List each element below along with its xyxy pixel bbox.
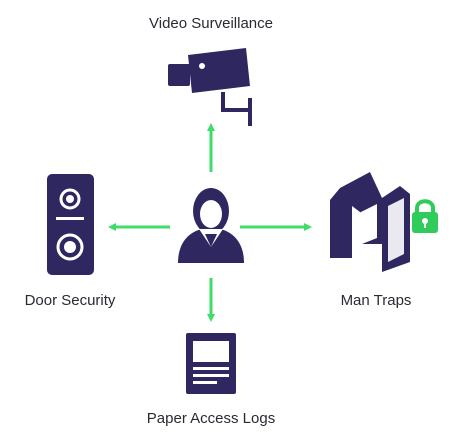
man-traps-label: Man Traps: [340, 292, 412, 309]
man-trap-lock-icon: [330, 172, 438, 272]
paper-log-icon: [186, 333, 236, 394]
video-surveillance-label: Video Surveillance: [149, 15, 273, 32]
paper-access-logs-label: Paper Access Logs: [146, 410, 276, 427]
security-camera-icon: [168, 48, 252, 126]
door-intercom-icon: [47, 174, 94, 275]
person-icon: [178, 188, 244, 263]
door-security-label: Door Security: [24, 292, 116, 309]
